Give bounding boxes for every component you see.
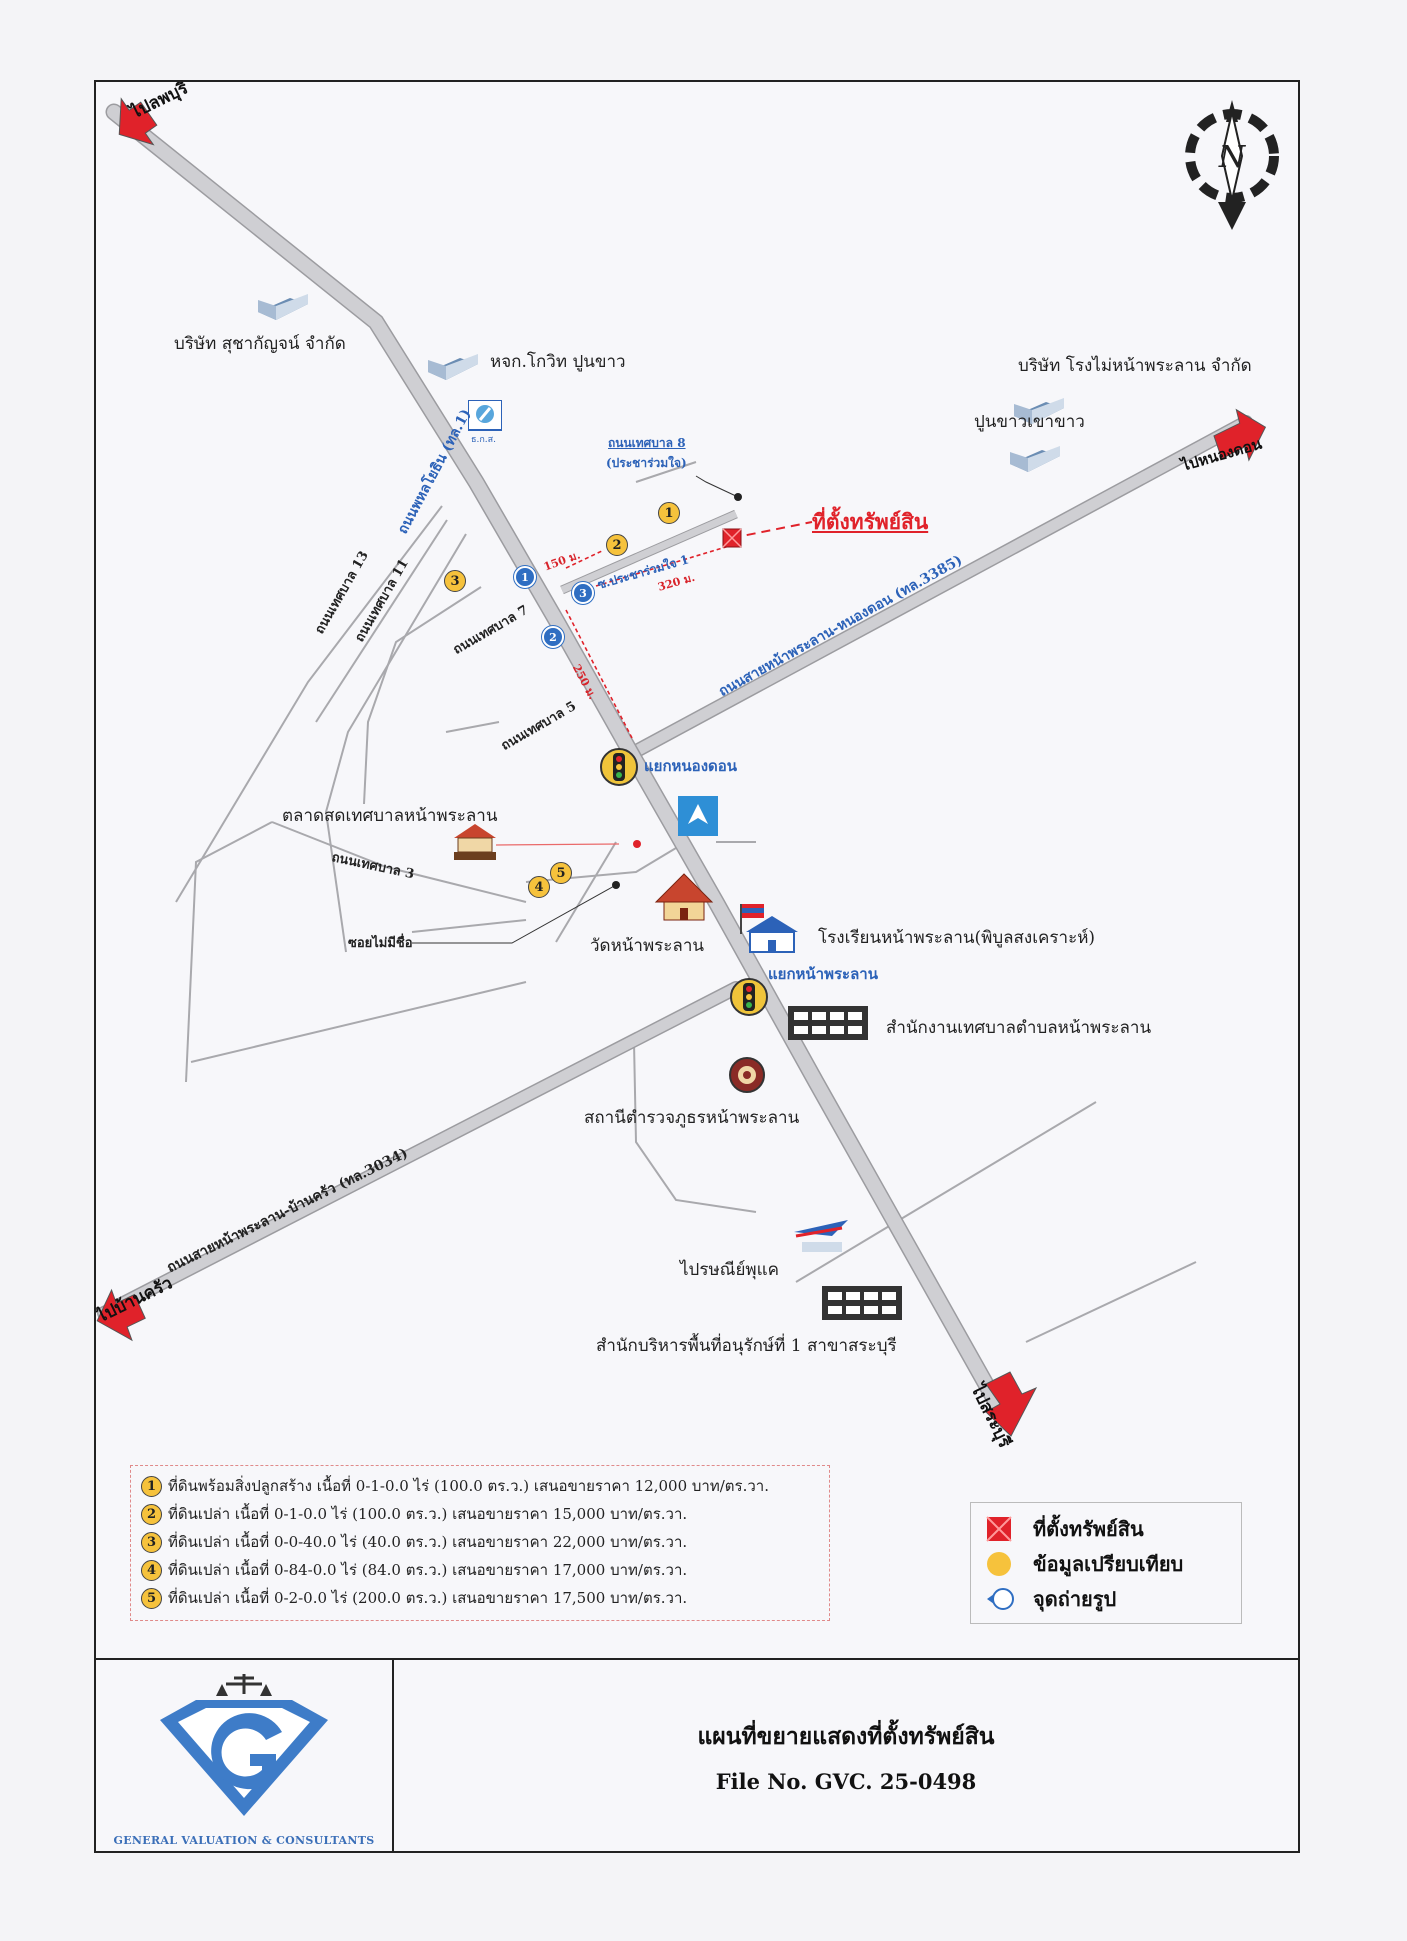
factory-icon — [1010, 446, 1060, 472]
company-name: GENERAL VALUATION & CONSULTANTS — [113, 1834, 375, 1847]
market-icon — [454, 824, 496, 860]
bank-label: ธ.ก.ส. — [471, 435, 497, 445]
north-arrow-icon: N — [1182, 100, 1282, 230]
factory-icon — [258, 294, 308, 320]
post-office-icon — [794, 1220, 848, 1252]
label-office: สำนักงานเทศบาลตำบลหน้าพระลาน — [886, 1018, 1152, 1038]
property-marker-icon — [985, 1515, 1017, 1543]
photo-point: 3 — [572, 582, 594, 604]
label-sucha: บริษัท สุชากัญจน์ จำกัด — [174, 334, 346, 354]
label-wat: วัดหน้าพระลาน — [590, 936, 705, 956]
comparable-number: 4 — [141, 1559, 162, 1581]
comparable-row: 5 ที่ดินเปล่า เนื้อที่ 0-2-0.0 ไร่ (200.0… — [141, 1584, 819, 1612]
label-post: ไปรษณีย์พุแค — [680, 1260, 779, 1280]
factory-icon — [1014, 398, 1064, 424]
file-number: File No. GVC. 25-0498 — [715, 1769, 977, 1794]
direction-arrow-nong-don — [1213, 408, 1267, 462]
map-legend: ที่ตั้งทรัพย์สิน ข้อมูลเปรียบเทียบ จุดถ่… — [970, 1502, 1242, 1624]
police-emblem-icon — [729, 1057, 765, 1093]
junction-nong-don: แยกหนองดอน — [644, 757, 738, 775]
road-network — [96, 97, 1267, 1437]
road-tessaban-8-sub: (ประชาร่วมใจ) — [606, 456, 687, 470]
map-title: แผนที่ขยายแสดงที่ตั้งทรัพย์สิน — [697, 1723, 995, 1750]
comparable-text: ที่ดินเปล่า เนื้อที่ 0-0-40.0 ไร่ (40.0 … — [168, 1533, 688, 1551]
photo-point: 2 — [542, 626, 564, 648]
legend-photo-label: จุดถ่ายรูป — [1033, 1586, 1117, 1611]
comparable-number: 5 — [141, 1587, 162, 1609]
comparables-list: 1 ที่ดินพร้อมสิ่งปลูกสร้าง เนื้อที่ 0-1-0… — [130, 1465, 830, 1621]
factory-icon — [428, 354, 478, 380]
bank-icon — [467, 399, 503, 440]
comparable-point: 5 — [550, 862, 572, 884]
label-forest-office: สำนักบริหารพื้นที่อนุรักษ์ที่ 1 สาขาสระบ… — [596, 1336, 897, 1356]
direction-arrow-ban-khrua — [96, 1288, 146, 1342]
label-poonkhao: ปูนขาวเขาขาว — [974, 412, 1085, 432]
school-icon — [740, 904, 798, 953]
legend-property-label: ที่ตั้งทรัพย์สิน — [1033, 1516, 1144, 1541]
direction-arrow-saraburi — [985, 1371, 1038, 1437]
road-soi-unnamed: ซอยไม่มีชื่อ — [348, 936, 413, 951]
comparable-row: 1 ที่ดินพร้อมสิ่งปลูกสร้าง เนื้อที่ 0-1-0… — [141, 1472, 819, 1500]
map-canvas: ไปลพบุรี ไปหนองดอน ไปบ้านครัว ไปสระบุรี … — [96, 82, 1302, 1658]
label-market: ตลาดสดเทศบาลหน้าพระลาน — [282, 806, 498, 826]
photo-point-icon — [985, 1585, 1017, 1613]
legend-row-property: ที่ตั้งทรัพย์สิน — [985, 1511, 1227, 1546]
compass-letter: N — [1218, 140, 1247, 175]
office-building-icon — [788, 1006, 868, 1040]
comparable-text: ที่ดินพร้อมสิ่งปลูกสร้าง เนื้อที่ 0-1-0.… — [168, 1477, 769, 1495]
label-kowit: หจก.โกวิท ปูนขาว — [490, 352, 626, 372]
direction-arrow-lopburi — [118, 97, 158, 146]
comparable-text: ที่ดินเปล่า เนื้อที่ 0-2-0.0 ไร่ (200.0 … — [168, 1589, 688, 1607]
property-marker-icon — [722, 528, 742, 548]
legend-comparable-label: ข้อมูลเปรียบเทียบ — [1033, 1551, 1184, 1576]
comparable-number: 2 — [141, 1503, 162, 1525]
company-logo-cell: GENERAL VALUATION & CONSULTANTS — [96, 1660, 394, 1853]
label-school: โรงเรียนหน้าพระลาน(พิบูลสงเคราะห์) — [818, 928, 1096, 948]
comparable-point: 2 — [606, 534, 628, 556]
junction-na-phra-lan: แยกหน้าพระลาน — [768, 965, 878, 983]
label-police: สถานีตำรวจภูธรหน้าพระลาน — [584, 1108, 800, 1128]
title-cell: แผนที่ขยายแสดงที่ตั้งทรัพย์สิน File No. … — [394, 1660, 1298, 1853]
comparable-text: ที่ดินเปล่า เนื้อที่ 0-84-0.0 ไร่ (84.0 … — [168, 1561, 688, 1579]
comparable-dot-icon — [985, 1550, 1017, 1578]
comparable-row: 4 ที่ดินเปล่า เนื้อที่ 0-84-0.0 ไร่ (84.0… — [141, 1556, 819, 1584]
comparable-number: 1 — [141, 1475, 162, 1497]
comparable-point: 3 — [444, 570, 466, 592]
comparable-number: 3 — [141, 1531, 162, 1553]
comparable-row: 2 ที่ดินเปล่า เนื้อที่ 0-1-0.0 ไร่ (100.0… — [141, 1500, 819, 1528]
traffic-light-icon — [600, 748, 638, 786]
comparable-point: 4 — [528, 876, 550, 898]
property-location-label: ที่ตั้งทรัพย์สิน — [812, 509, 929, 534]
legend-row-comparable: ข้อมูลเปรียบเทียบ — [985, 1546, 1227, 1581]
comparable-row: 3 ที่ดินเปล่า เนื้อที่ 0-0-40.0 ไร่ (40.0… — [141, 1528, 819, 1556]
company-logo-icon — [160, 1674, 328, 1816]
legend-row-photo: จุดถ่ายรูป — [985, 1581, 1227, 1616]
office-building-icon — [822, 1286, 902, 1320]
title-block: GENERAL VALUATION & CONSULTANTS แผนที่ขย… — [96, 1658, 1298, 1853]
traffic-light-icon — [730, 978, 768, 1016]
label-rongmai: บริษัท โรงไม่หน้าพระลาน จำกัด — [1018, 356, 1252, 376]
road-tessaban-8: ถนนเทศบาล 8 — [608, 436, 686, 450]
bank-branch-icon — [678, 796, 718, 836]
comparable-text: ที่ดินเปล่า เนื้อที่ 0-1-0.0 ไร่ (100.0 … — [168, 1505, 688, 1523]
photo-point: 1 — [514, 566, 536, 588]
temple-icon — [654, 873, 714, 921]
comparable-point: 1 — [658, 502, 680, 524]
map-sheet: ไปลพบุรี ไปหนองดอน ไปบ้านครัว ไปสระบุรี … — [94, 80, 1300, 1853]
